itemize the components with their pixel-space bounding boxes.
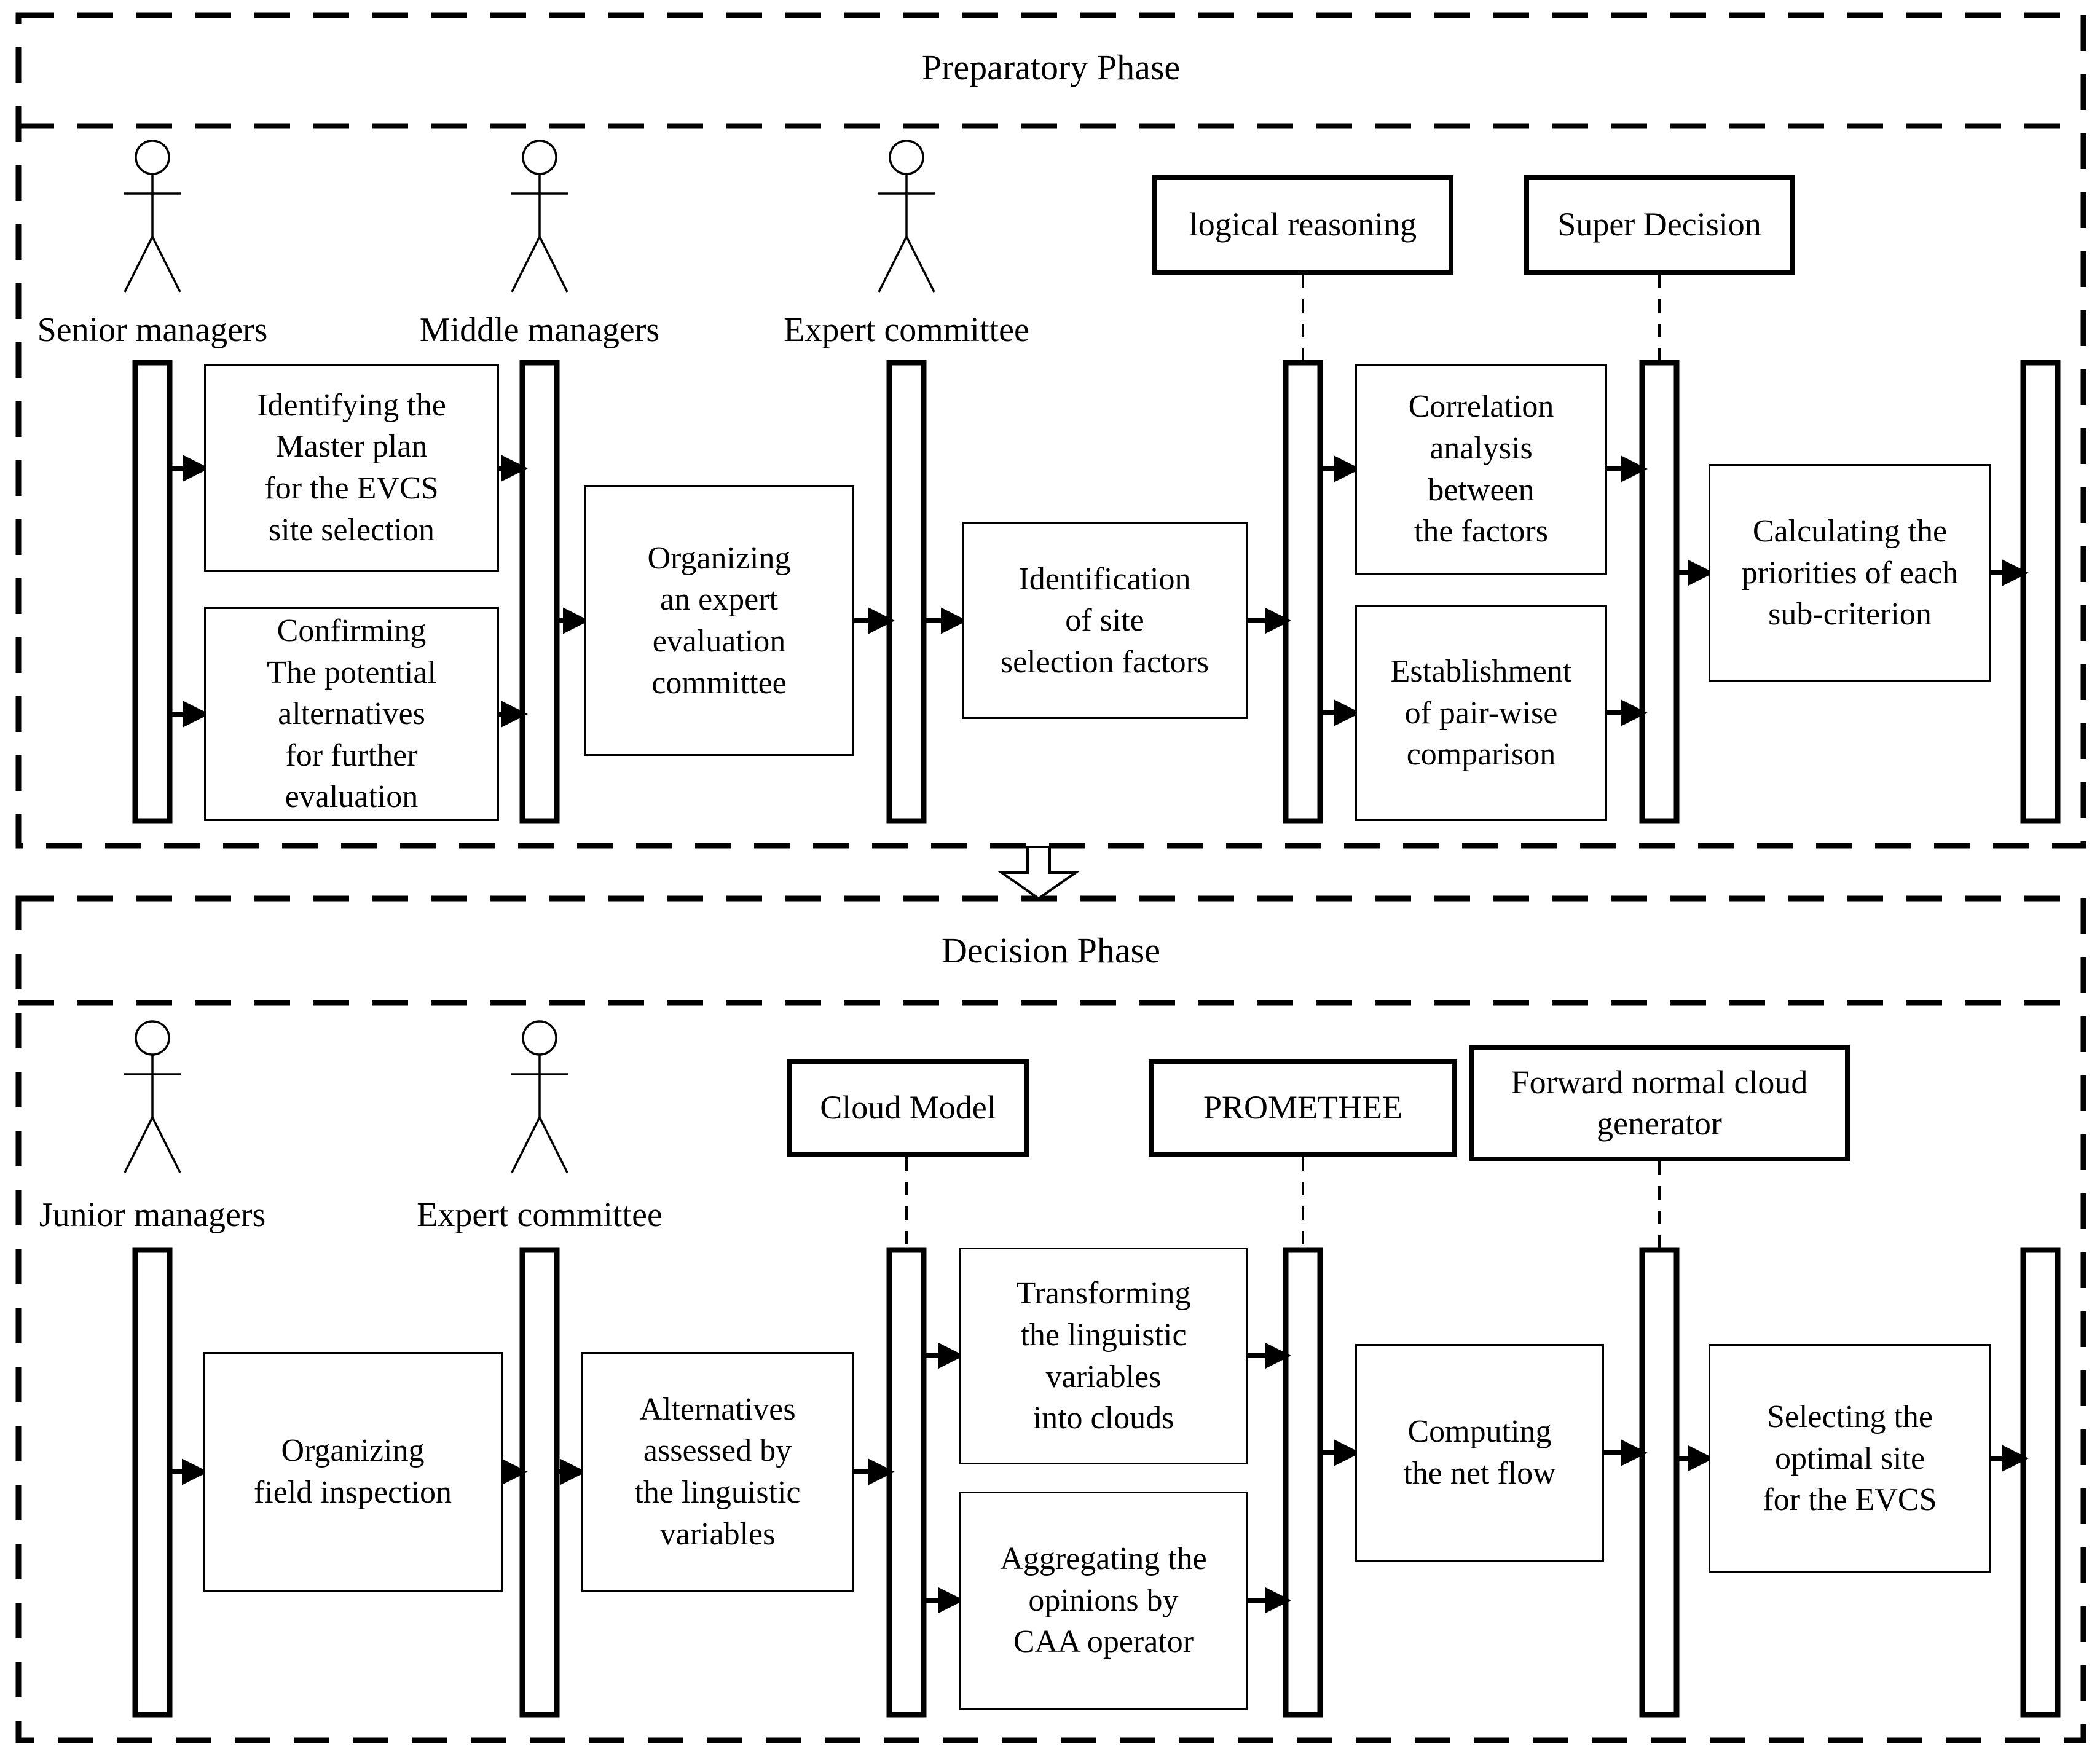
tool-box-forward-normal-cloud-generator: Forward normal cloud generator (1469, 1045, 1850, 1161)
flow-arrow (1320, 699, 1361, 726)
flow-arrow (924, 1587, 964, 1614)
preparatory-phase-title: Preparatory Phase (921, 47, 1181, 87)
step-box-correlation-analysis: Correlation analysis between the factors (1355, 364, 1607, 575)
flow-arrow (1320, 455, 1361, 482)
lifeline-bar-promethee (1283, 1247, 1323, 1718)
lifeline-bar-senior-managers (132, 360, 173, 824)
lifeline-bar-expert-committee (886, 360, 927, 824)
flow-arrow (1248, 1587, 1291, 1614)
lifeline-bar-logical-reasoning (1283, 360, 1323, 824)
actor-label-junior-managers: Junior managers (39, 1196, 266, 1234)
step-box-identify-master-plan: Identifying the Master plan for the EVCS… (204, 364, 499, 572)
step-box-transform-to-clouds: Transforming the linguistic variables in… (959, 1248, 1248, 1464)
step-box-identify-factors: Identification of site selection factors (962, 522, 1248, 719)
step-box-organize-committee: Organizing an expert evaluation committe… (584, 485, 854, 756)
flow-arrow (1607, 699, 1648, 726)
flow-arrow (1991, 1445, 2029, 1472)
step-box-field-inspection: Organizing field inspection (203, 1352, 503, 1592)
lifeline-bar-expert-committee-2 (519, 1247, 560, 1718)
flow-arrow (1677, 1445, 1714, 1472)
flow-arrow (1604, 1439, 1648, 1466)
decision-phase-title: Decision Phase (942, 930, 1160, 970)
step-box-compute-net-flow: Computing the net flow (1355, 1344, 1604, 1562)
step-box-aggregate-caa: Aggregating the opinions by CAA operator (959, 1492, 1248, 1710)
tool-box-super-decision: Super Decision (1524, 175, 1795, 275)
flow-arrow (170, 455, 210, 482)
actor-icon-expert-committee (878, 140, 935, 293)
flow-arrow (499, 455, 528, 482)
actor-label-expert-committee-2: Expert committee (417, 1196, 663, 1234)
phase-transition-down-arrow-icon (997, 846, 1080, 900)
flow-arrow (924, 1342, 964, 1369)
step-box-pairwise-comparison: Establishment of pair-wise comparison (1355, 605, 1607, 821)
step-box-select-optimal-site: Selecting the optimal site for the EVCS (1709, 1344, 1991, 1573)
lifeline-bar-cloud-model (886, 1247, 927, 1718)
flow-arrow (924, 607, 967, 634)
flow-arrow (854, 1458, 895, 1485)
lifeline-bar-forward-normal-cloud (1639, 1247, 1680, 1718)
lifeline-bar-super-decision (1639, 360, 1680, 824)
actor-icon-middle-managers (511, 140, 568, 293)
flow-arrow (501, 1458, 528, 1485)
flow-arrow (1991, 559, 2029, 586)
flow-arrow (1320, 1439, 1361, 1466)
tool-box-logical-reasoning: logical reasoning (1152, 175, 1453, 275)
lifeline-bar-junior-managers (132, 1247, 173, 1718)
actor-icon-junior-managers (124, 1020, 181, 1173)
flow-arrow (1248, 1342, 1291, 1369)
flow-arrow (499, 701, 528, 728)
flow-arrow (557, 1458, 586, 1485)
flow-arrow (1607, 455, 1648, 482)
actor-label-expert-committee: Expert committee (784, 311, 1029, 349)
flow-arrow (170, 701, 210, 728)
actor-label-senior-managers: Senior managers (37, 311, 268, 349)
lifeline-bar-middle-managers (519, 360, 560, 824)
step-box-linguistic-assessment: Alternatives assessed by the linguistic … (581, 1352, 854, 1592)
actor-icon-expert-committee-2 (511, 1020, 568, 1173)
tool-box-promethee: PROMETHEE (1149, 1059, 1457, 1157)
flow-arrow (557, 607, 589, 634)
step-box-calculate-priorities: Calculating the priorities of each sub-c… (1709, 464, 1991, 682)
flow-arrow (1677, 559, 1714, 586)
tool-box-cloud-model: Cloud Model (787, 1059, 1029, 1157)
flow-arrow (170, 1458, 208, 1485)
lifeline-bar-prep-output (2020, 360, 2061, 824)
step-box-confirm-alternatives: Confirming The potential alternatives fo… (204, 607, 499, 821)
actor-icon-senior-managers (124, 140, 181, 293)
flow-arrow (1248, 607, 1291, 634)
actor-label-middle-managers: Middle managers (419, 311, 660, 349)
decision-phase-frame (15, 895, 2086, 1743)
flow-arrow (854, 607, 895, 634)
lifeline-bar-decision-output (2020, 1247, 2061, 1718)
